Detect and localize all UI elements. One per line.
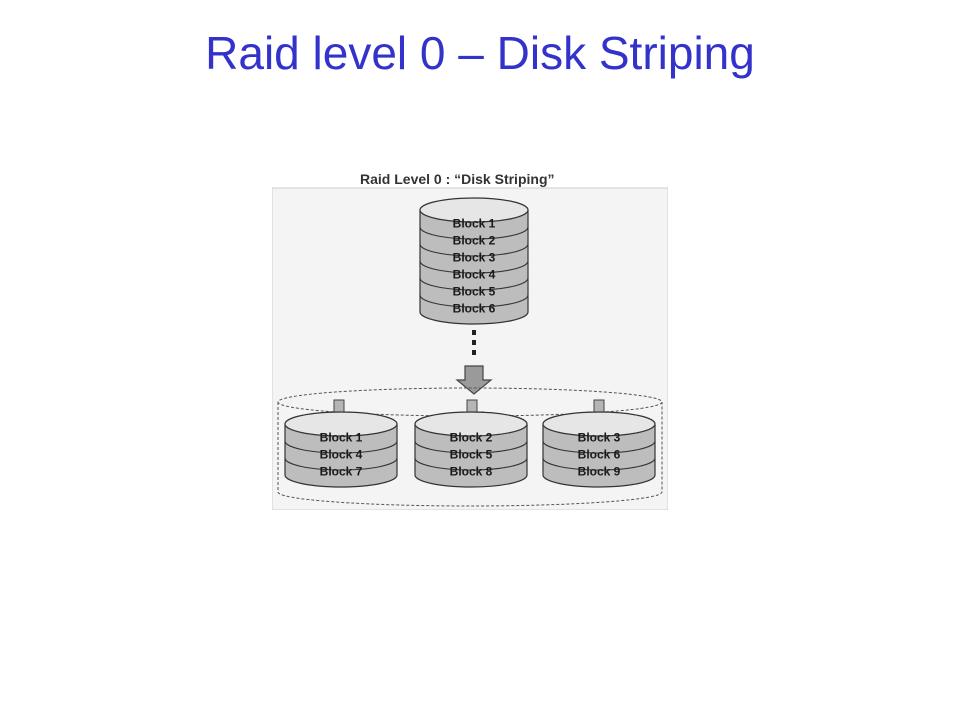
source-disk-top (419, 197, 529, 223)
disk-1-block-label: Block 1 (320, 431, 363, 445)
source-disk-block-label: Block 3 (453, 251, 496, 265)
disk-1-body (284, 423, 398, 488)
disk-1-block-label: Block 7 (320, 465, 363, 479)
disk-1-platter-edge (284, 457, 398, 471)
disk-1-block-label: Block 4 (320, 448, 363, 462)
disk-2-body (414, 423, 528, 488)
source-disk-block-label: Block 4 (453, 268, 496, 282)
disk-2-platter-edge (414, 457, 528, 471)
source-disk-block-label: Block 6 (453, 302, 496, 316)
disk-3-block-label: Block 6 (578, 448, 621, 462)
disk-3-body (542, 423, 656, 488)
disk-3-block-label: Block 9 (578, 465, 621, 479)
source-disk-block-label: Block 5 (453, 285, 496, 299)
disk-2-block-label: Block 2 (450, 431, 493, 445)
diagram-caption: Raid Level 0 : “Disk Striping” (360, 171, 555, 187)
source-disk-platter-edge (419, 277, 529, 291)
disk-1-top (284, 411, 398, 437)
stripe-array-enclosure (277, 387, 663, 507)
disk-3-block-label: Block 3 (578, 431, 621, 445)
source-disk-body (419, 209, 529, 325)
source-disk: Block 1 Block 2 Block 3 Block 4 Block 5 Block… (419, 197, 529, 325)
disk-3-platter-edge (542, 457, 656, 471)
disk-2-platter-edge (414, 440, 528, 454)
source-disk-block-label: Block 1 (453, 217, 496, 231)
disk-3-platter-edge (542, 440, 656, 454)
disk-2-block-label: Block 5 (450, 448, 493, 462)
source-disk-block-label: Block 2 (453, 234, 496, 248)
disk-3-top (542, 411, 656, 437)
source-disk-platter-edge (419, 243, 529, 257)
disk-2-block-label: Block 8 (450, 465, 493, 479)
disk-2-top (414, 411, 528, 437)
disk-1: Block 1 Block 4 Block 7 (284, 411, 398, 488)
source-disk-platter-edge (419, 260, 529, 274)
disk-1-platter-edge (284, 440, 398, 454)
disk-2: Block 2 Block 5 Block 8 (414, 411, 528, 488)
source-disk-platter-edge (419, 294, 529, 308)
main-down-arrow-icon (455, 365, 493, 395)
disk-3: Block 3 Block 6 Block 9 (542, 411, 656, 488)
slide-title: Raid level 0 – Disk Striping (205, 27, 755, 79)
continuation-dots (472, 330, 476, 355)
source-disk-platter-edge (419, 226, 529, 240)
